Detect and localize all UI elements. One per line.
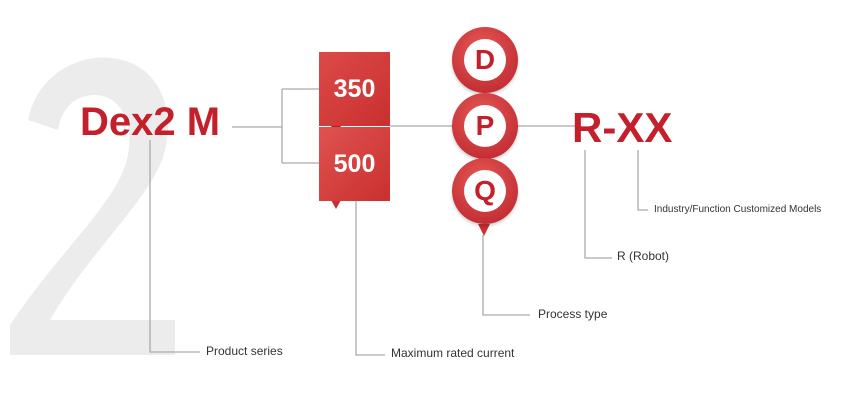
label-product-series: Product series — [206, 344, 283, 358]
process-option-q: Q — [452, 158, 518, 224]
process-option-d: D — [452, 27, 518, 93]
label-robot: R (Robot) — [617, 249, 670, 263]
suffix-code: R-XX — [572, 104, 673, 151]
current-option-350: 350 — [319, 52, 390, 126]
product-series-code: Dex2 M — [80, 100, 221, 144]
process-option-p: P — [452, 93, 518, 159]
label-custom-models: Industry/Function Customized Models — [654, 204, 822, 215]
label-max-current: Maximum rated current — [391, 346, 515, 360]
label-process-type: Process type — [538, 307, 608, 321]
current-option-500: 500 — [319, 127, 390, 201]
